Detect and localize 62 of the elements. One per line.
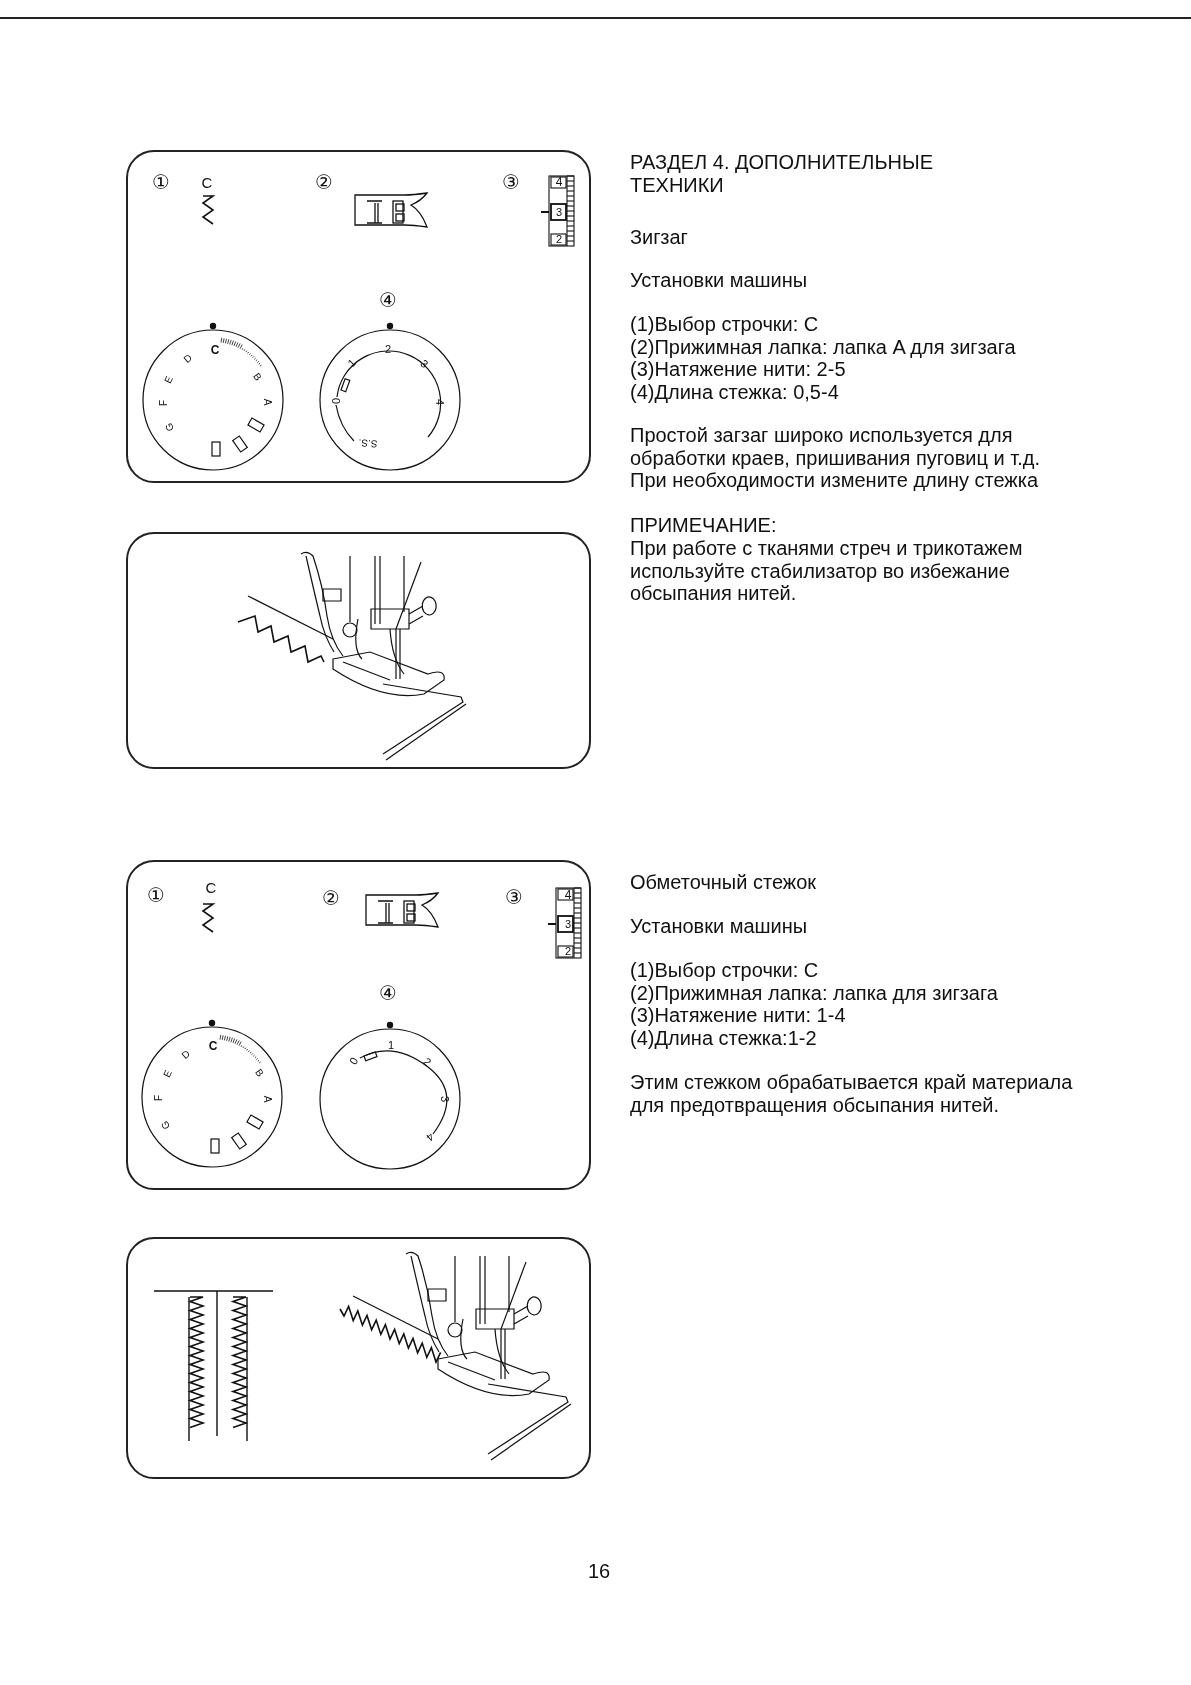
page-number: 16 — [586, 1560, 612, 1583]
dial-number: 4 — [424, 1130, 436, 1144]
setting-text: (1)Выбор строчки: C — [630, 313, 820, 336]
subheading: Обметочный стежок — [630, 871, 818, 894]
dial-letter: G — [163, 421, 177, 433]
stitch-letter: C — [201, 174, 213, 190]
callout-number: ③ — [505, 887, 523, 907]
scale-number: 4 — [564, 889, 572, 901]
dial-letter: E — [162, 1068, 174, 1080]
paragraph: Этим стежком обрабатывается край материала для предотвращения обсыпания нитей. — [630, 1071, 1074, 1116]
subheading: Установки машины — [630, 915, 809, 938]
dial-letter: C — [208, 1040, 218, 1052]
dial-letter: F — [159, 399, 169, 407]
dial-letter: B — [253, 1067, 265, 1079]
dial-number: 1 — [345, 356, 359, 370]
callout-number: ② — [322, 888, 340, 908]
stitch-letter: C — [205, 879, 217, 895]
subheading: Установки машины — [630, 269, 809, 292]
scale-number: 2 — [555, 233, 563, 245]
dial-letter: E — [163, 374, 175, 386]
dial-number: 3 — [438, 1095, 450, 1103]
dial-number: 2 — [421, 1055, 433, 1069]
callout-number: ② — [315, 172, 333, 192]
dial-letter: G — [159, 1119, 173, 1131]
scale-number: 3 — [564, 918, 572, 930]
setting-text: (3)Натяжение нити: 1-4 — [630, 1004, 847, 1027]
callout-number: ① — [147, 885, 165, 905]
callout-number: ④ — [379, 983, 397, 1003]
dial-letter: A — [262, 398, 272, 406]
illustration-panel — [126, 860, 591, 1190]
callout-number: ④ — [379, 290, 397, 310]
dial-number: 3 — [418, 357, 430, 371]
setting-text: (4)Длина стежка:1-2 — [630, 1027, 818, 1050]
setting-text: (2)Прижимная лапка: лапка для зигзага — [630, 982, 999, 1005]
dial-letter: A — [262, 1095, 272, 1103]
dial-letter: D — [182, 352, 194, 366]
scale-number: 3 — [555, 206, 563, 218]
dial-mark: S.S. — [358, 437, 378, 449]
note-heading: ПРИМЕЧАНИЕ: — [630, 514, 778, 537]
dial-number: 0 — [347, 1055, 361, 1067]
setting-text: (2)Прижимная лапка: лапка A для зигзага — [630, 336, 1017, 359]
illustration-panel — [126, 1237, 591, 1479]
dial-letter: B — [251, 371, 263, 383]
callout-number: ③ — [502, 172, 520, 192]
paragraph: Простой загзаг широко используется для обработки краев, пришивания пуговиц и т.д. При необходимости измените длину стежка — [630, 424, 1041, 492]
dial-letter: D — [180, 1048, 192, 1062]
illustration-panel — [126, 150, 591, 483]
subheading: Зигзаг — [630, 226, 689, 249]
dial-number: 1 — [387, 1039, 395, 1051]
dial-letter: C — [210, 344, 220, 356]
scale-number: 2 — [564, 945, 572, 957]
dial-number: 2 — [384, 343, 392, 355]
setting-text: (1)Выбор строчки: C — [630, 959, 820, 982]
callout-number: ① — [152, 172, 170, 192]
dial-number: 0 — [330, 397, 342, 405]
dial-letter: F — [154, 1094, 164, 1102]
note-text: При работе с тканями стреч и трикотажем используйте стабилизатор во избежание обсыпания нитей. — [630, 537, 1024, 605]
setting-text: (4)Длина стежка: 0,5-4 — [630, 381, 840, 404]
scale-number: 4 — [555, 176, 563, 188]
setting-text: (3)Натяжение нити: 2-5 — [630, 358, 847, 381]
section-heading: РАЗДЕЛ 4. ДОПОЛНИТЕЛЬНЫЕ ТЕХНИКИ — [630, 151, 934, 196]
illustration-panel — [126, 532, 591, 769]
